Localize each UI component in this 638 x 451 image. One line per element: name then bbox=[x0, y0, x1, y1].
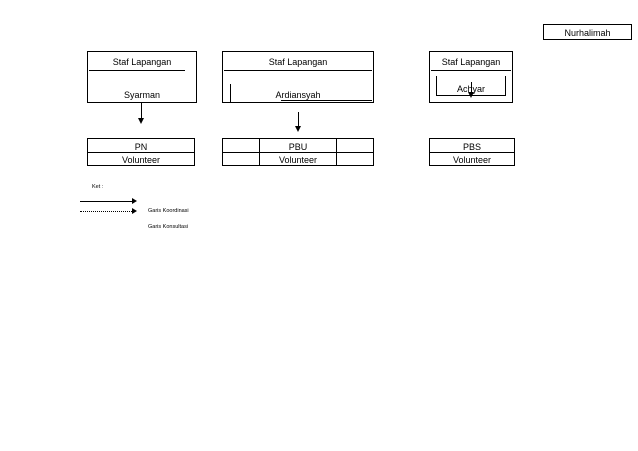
connector-shaft-3 bbox=[471, 82, 472, 96]
connector-shaft-1 bbox=[141, 103, 142, 121]
legend-label-coordination: Garis Koordinasi bbox=[148, 208, 189, 214]
staff-box-3-person: Achyar bbox=[430, 84, 512, 95]
connector-arrowhead-1 bbox=[138, 118, 144, 124]
staff-box-1: Staf Lapangan Syarman bbox=[87, 51, 197, 103]
name-plate-box: Nurhalimah bbox=[543, 24, 632, 40]
legend: Ket : Garis Koordinasi Garis Konsultasi bbox=[80, 183, 260, 235]
connector-shaft-2 bbox=[298, 112, 299, 129]
unit-box-pbu: PBU Volunteer bbox=[222, 138, 374, 166]
unit-box-pbs-divider bbox=[430, 152, 514, 153]
legend-arrowhead-coordination-icon bbox=[132, 198, 137, 204]
staff-box-2-person-underline bbox=[281, 100, 372, 101]
staff-box-3-side-line bbox=[512, 51, 513, 103]
staff-box-3-bracket-right bbox=[505, 76, 506, 96]
legend-arrowhead-consultation-icon bbox=[132, 208, 137, 214]
staff-box-1-role: Staf Lapangan bbox=[112, 57, 172, 67]
staff-box-1-role-underline bbox=[89, 70, 185, 71]
staff-box-2-subcell-left bbox=[230, 84, 231, 103]
unit-box-pbs-code: PBS bbox=[462, 142, 481, 152]
unit-box-pn-divider bbox=[88, 152, 194, 153]
staff-box-3-role: Staf Lapangan bbox=[441, 57, 501, 67]
unit-box-pbu-divider bbox=[223, 152, 373, 153]
legend-label-consultation: Garis Konsultasi bbox=[148, 224, 189, 230]
unit-box-pbs-role: Volunteer bbox=[452, 155, 492, 165]
staff-box-2-subcell-bottom bbox=[230, 102, 274, 103]
staff-box-2: Staf Lapangan Ardiansyah bbox=[222, 51, 374, 103]
staff-box-2-role-underline bbox=[224, 70, 372, 71]
staff-box-3-bracket-left bbox=[436, 76, 437, 96]
connector-arrowhead-3 bbox=[468, 92, 474, 98]
connector-arrowhead-2 bbox=[295, 126, 301, 132]
unit-box-pn: PN Volunteer bbox=[87, 138, 195, 166]
staff-box-1-person: Syarman bbox=[123, 90, 160, 100]
name-plate-label: Nurhalimah bbox=[564, 28, 611, 38]
unit-box-pn-code: PN bbox=[134, 142, 148, 152]
unit-box-pn-role: Volunteer bbox=[121, 155, 161, 165]
unit-box-pbu-role: Volunteer bbox=[278, 155, 318, 165]
unit-box-pbu-code: PBU bbox=[288, 142, 308, 152]
legend-line-consultation-icon bbox=[80, 211, 132, 212]
legend-line-coordination-icon bbox=[80, 201, 132, 202]
unit-box-pbs: PBS Volunteer bbox=[429, 138, 515, 166]
legend-title: Ket : bbox=[92, 184, 104, 190]
staff-box-2-person: Ardiansyah bbox=[275, 90, 321, 100]
staff-box-3-role-underline bbox=[431, 70, 511, 71]
staff-box-2-role: Staf Lapangan bbox=[268, 57, 328, 67]
